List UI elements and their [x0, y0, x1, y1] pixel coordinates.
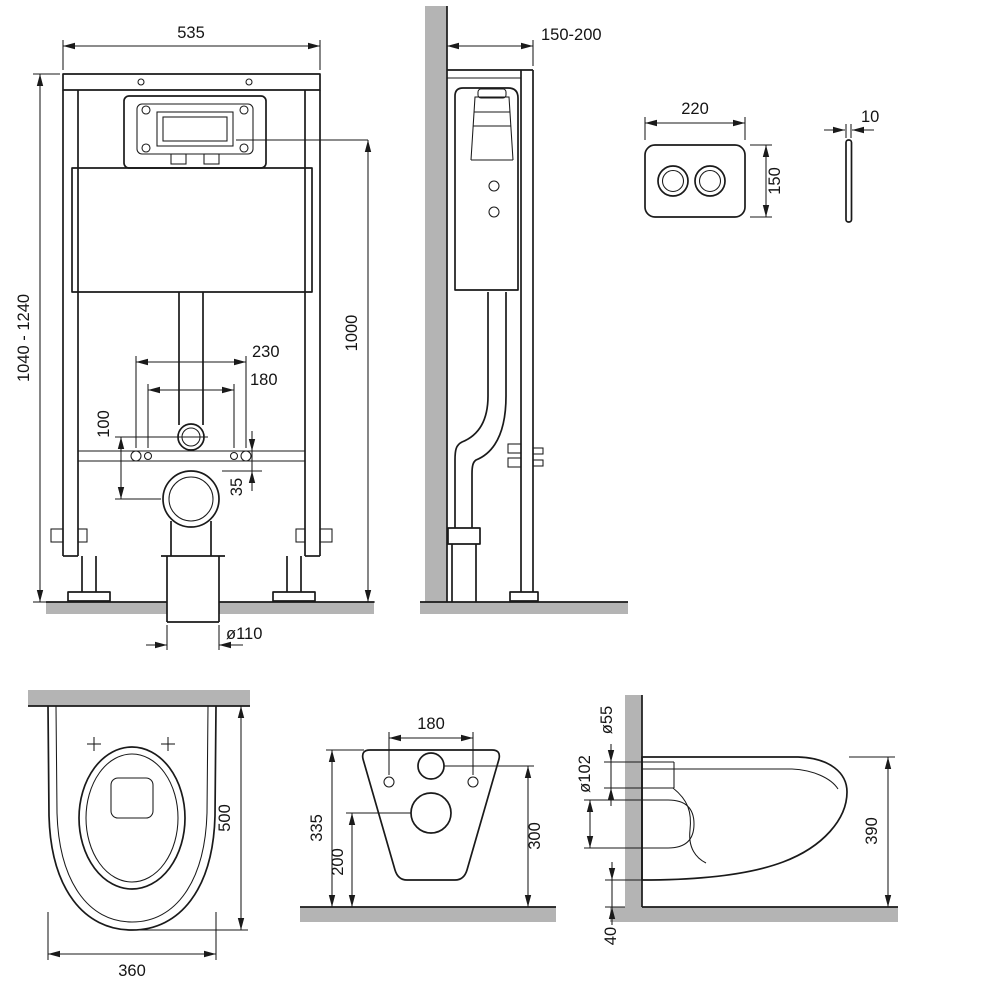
cistern-side-profile: [454, 87, 519, 291]
dim-label-bolt-spacing: 180: [417, 715, 445, 733]
bowl-outline-top: [47, 705, 217, 931]
dim-label-inlet-height: 300: [526, 822, 544, 850]
dim-inlet-to-drain: 100: [95, 410, 174, 500]
flush-buttons: [657, 165, 726, 197]
frame-rail-side: [447, 69, 544, 602]
dim-frame-depth-range: 150-200: [447, 26, 602, 66]
wall-section: [425, 6, 447, 602]
dim-bottom-clearance: 40: [602, 862, 642, 945]
flush-plate: [644, 144, 746, 218]
bolt-hole-left: [383, 776, 395, 788]
dim-drain-offset: 35: [222, 431, 262, 496]
outlet-pipe-side: [642, 799, 695, 849]
dim-label-outlet-diameter: ø102: [576, 755, 594, 793]
flush-plate-side-view: 10: [824, 108, 879, 223]
flush-pipe: [178, 292, 204, 425]
dim-label-rim-height: 390: [863, 817, 881, 845]
dim-label-inlet-diameter: ø55: [598, 706, 616, 734]
dim-label-inlet-to-drain: 100: [95, 410, 113, 438]
dim-plate-thickness: 10: [824, 108, 879, 138]
flush-inlet-opening: [110, 777, 154, 819]
wall-section: [625, 695, 642, 922]
dim-inlet-diameter: ø55: [598, 706, 642, 806]
bowl-side-view: ø55 ø102 390 40: [576, 695, 898, 945]
flush-actuator-panel: [123, 95, 267, 169]
dim-plate-height: 150: [750, 144, 784, 218]
flush-pipe-side: [447, 292, 507, 602]
floor-section: [300, 907, 556, 922]
dim-label-drain-diameter: ø110: [226, 625, 262, 643]
dim-bolt-spacing: 180: [388, 715, 474, 775]
dim-frame-width: 535: [62, 24, 321, 70]
bowl-outline-side: [641, 756, 848, 881]
dim-actuation-height: 1000: [236, 139, 375, 603]
dim-label-frame-height-range: 1040 - 1240: [15, 294, 33, 382]
drain-pipe: [161, 555, 225, 623]
dim-overall-height: 335: [308, 749, 364, 907]
dim-label-supply-spacing-inner: 180: [250, 371, 278, 389]
installation-frame: [50, 73, 333, 602]
floor-section: [610, 907, 898, 922]
cistern-tank: [71, 167, 313, 293]
dim-label-frame-width: 535: [177, 24, 205, 42]
frame-side-view: 150-200: [420, 6, 628, 614]
dim-label-bottom-clearance: 40: [602, 927, 620, 945]
dim-label-overall-height: 335: [308, 814, 326, 842]
bowl-rear-view: 180 335 200 300: [300, 715, 556, 922]
dim-label-bowl-depth: 500: [216, 804, 234, 832]
drain-bend: [162, 470, 220, 556]
dim-plate-width: 220: [644, 100, 746, 140]
dim-bowl-width: 360: [47, 912, 217, 980]
water-inlet-connection: [174, 423, 208, 451]
dim-label-plate-thickness: 10: [861, 108, 879, 126]
dim-label-plate-height: 150: [766, 167, 784, 195]
dim-label-plate-width: 220: [681, 100, 709, 118]
dim-label-outlet-height: 200: [329, 848, 347, 876]
bolt-hole-right: [467, 776, 479, 788]
floor-section: [420, 602, 628, 614]
dim-drain-diameter: ø110: [146, 625, 262, 650]
dim-label-frame-depth-range: 150-200: [541, 26, 602, 44]
water-inlet-hole: [417, 752, 445, 780]
dim-outlet-diameter: ø102: [576, 755, 642, 849]
dim-label-actuation-height: 1000: [343, 315, 361, 352]
dim-inlet-height: 300: [444, 765, 544, 907]
wall-section: [28, 690, 250, 706]
dim-label-bowl-width: 360: [118, 962, 146, 980]
bowl-outline-rear: [361, 749, 501, 881]
dim-bowl-depth: 500: [138, 705, 248, 931]
flush-plate-view: 220 150: [644, 100, 784, 218]
mounting-rail: [78, 450, 305, 462]
dim-supply-spacing-outer: 230: [135, 343, 280, 448]
dim-label-supply-spacing-outer: 230: [252, 343, 280, 361]
dim-rim-height: 390: [849, 756, 895, 907]
outlet-hole: [410, 792, 452, 834]
dim-outlet-height: 200: [329, 812, 411, 907]
frame-front-view: 535 1040 - 1240 1000 230 180: [15, 24, 375, 650]
flush-plate-edge: [845, 139, 853, 223]
dim-frame-height-range: 1040 - 1240: [15, 73, 60, 603]
bowl-top-view: 500 360: [28, 690, 250, 980]
dim-supply-spacing-inner: 180: [147, 371, 278, 448]
dim-label-drain-offset: 35: [228, 478, 246, 496]
